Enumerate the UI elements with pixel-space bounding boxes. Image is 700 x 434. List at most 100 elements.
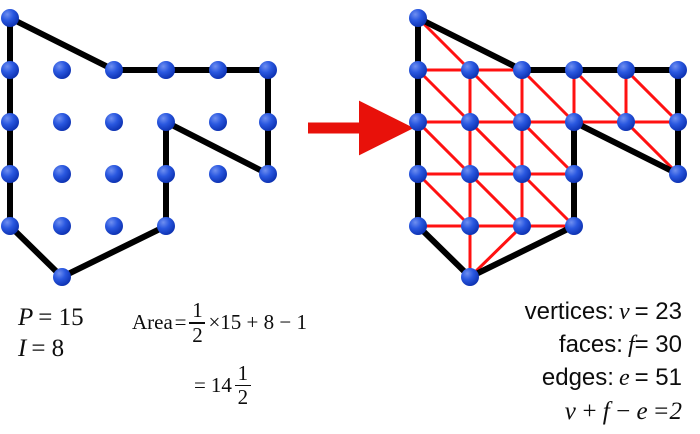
triangulation-edge: [468, 120, 524, 176]
lattice-dot: [565, 113, 583, 131]
lattice-dot: [259, 61, 277, 79]
lattice-dot: [105, 165, 123, 183]
lattice-dot: [461, 113, 479, 131]
faces-word: faces:: [558, 330, 623, 358]
fraction-bar: [189, 322, 206, 324]
edges-symbol: e: [618, 364, 630, 391]
triangulation-edge: [416, 16, 472, 72]
triangulation-edge: [520, 120, 576, 176]
perimeter-value: = 15: [38, 304, 84, 331]
lattice-dot: [105, 217, 123, 235]
lattice-dot: [409, 61, 427, 79]
lattice-dot: [105, 61, 123, 79]
triangulation-edge: [520, 172, 576, 228]
lattice-dot: [157, 165, 175, 183]
euler-minus: −: [614, 397, 632, 425]
fraction-denominator: 2: [192, 322, 203, 347]
area-label: Area: [132, 310, 173, 335]
lattice-dot: [53, 165, 71, 183]
euler-e: e: [636, 397, 648, 425]
lattice-dot: [1, 61, 19, 79]
lattice-dot: [1, 9, 19, 27]
lattice-dot: [53, 268, 71, 286]
perimeter-line: P= 15: [18, 303, 138, 334]
lattice-dot: [53, 113, 71, 131]
triangulation-edge: [572, 68, 628, 124]
area-equation-line: Area = 1 2 ×15 + 8 − 1: [132, 300, 307, 346]
faces-value: = 30: [634, 330, 682, 358]
lattice-dot: [157, 217, 175, 235]
triangulation-edge: [416, 120, 472, 176]
lattice-dot: [513, 165, 531, 183]
lattice-dot: [669, 113, 687, 131]
lattice-dot: [669, 61, 687, 79]
lattice-dot: [669, 165, 687, 183]
lattice-dot: [513, 217, 531, 235]
lattice-dot: [105, 113, 123, 131]
lattice-dot: [617, 61, 635, 79]
left-lattice-dots: [1, 9, 277, 286]
lattice-dot: [409, 165, 427, 183]
lattice-dot: [409, 217, 427, 235]
result-fraction-numerator: 1: [237, 360, 249, 385]
lattice-dot: [53, 61, 71, 79]
lattice-dot: [259, 113, 277, 131]
triangulation-edge: [520, 68, 576, 124]
lattice-dot: [565, 165, 583, 183]
lattice-dot: [409, 113, 427, 131]
lattice-dot: [209, 165, 227, 183]
lattice-dot: [461, 61, 479, 79]
lattice-dot: [1, 165, 19, 183]
edges-line: edges:e= 51: [445, 362, 682, 395]
lattice-dot: [461, 165, 479, 183]
lattice-dot: [513, 61, 531, 79]
lattice-dot: [209, 113, 227, 131]
euler-v: v: [564, 397, 576, 425]
vertices-value: = 23: [634, 298, 682, 325]
edges-word: edges:: [541, 363, 614, 391]
vertices-symbol: v: [618, 299, 630, 325]
lattice-dot: [461, 217, 479, 235]
lattice-dot: [565, 217, 583, 235]
faces-line: faces:f= 30: [445, 329, 682, 362]
result-equals: =: [194, 372, 206, 397]
lattice-dot: [617, 113, 635, 131]
area-formula: Area = 1 2 ×15 + 8 − 1 = 14 1 2: [132, 300, 307, 408]
lattice-dot: [157, 113, 175, 131]
area-expression-rest: ×15 + 8 − 1: [208, 310, 307, 335]
area-result-line: = 14 1 2: [194, 360, 307, 410]
vertices-word: vertices:: [524, 298, 614, 325]
triangulation-edge: [468, 224, 524, 279]
picks-theorem-inputs: P= 15 I= 8: [18, 303, 138, 364]
euler-f: f: [602, 397, 610, 425]
triangulation-edge: [468, 68, 524, 124]
interior-symbol: I: [18, 334, 27, 362]
triangulation-edge: [416, 68, 472, 124]
interior-line: I= 8: [18, 334, 138, 365]
lattice-dot: [209, 61, 227, 79]
triangulation-edge: [416, 172, 472, 228]
interior-value: = 8: [31, 334, 65, 362]
perimeter-symbol: P: [18, 304, 34, 331]
lattice-dot: [565, 61, 583, 79]
lattice-dot: [1, 217, 19, 235]
vertices-line: vertices:v= 23: [445, 296, 682, 329]
triangulation-edge: [468, 172, 524, 228]
lattice-dot: [1, 113, 19, 131]
figures-svg: [1, 9, 687, 286]
one-half-fraction: 1 2: [189, 300, 206, 347]
triangulation-edge: [624, 68, 680, 124]
right-lattice-dots: [409, 9, 687, 286]
lattice-dot: [461, 268, 479, 286]
lattice-dot: [53, 217, 71, 235]
area-equals: =: [174, 310, 187, 335]
polygon-path: [7, 13, 271, 281]
euler-identity-line: v+f−e=2: [445, 395, 682, 428]
triangulation-edge: [624, 120, 680, 176]
euler-plus: +: [580, 397, 598, 425]
lattice-dot: [157, 61, 175, 79]
lattice-dot: [513, 113, 531, 131]
result-fraction-bar: [234, 384, 251, 387]
result-fraction-denominator: 2: [237, 385, 249, 410]
